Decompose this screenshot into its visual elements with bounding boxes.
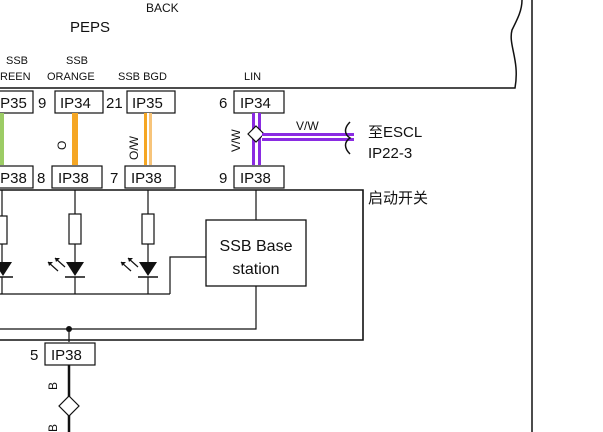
wire-color-black-2: B <box>46 424 60 432</box>
bottom-connector-1: 8 IP38 <box>37 165 103 189</box>
signal-label-1-line1: SSB <box>66 55 88 67</box>
base-ground-wire <box>0 286 257 330</box>
light-ray-arrow <box>48 262 53 266</box>
light-ray-arrow <box>55 258 60 262</box>
resistor <box>141 213 155 245</box>
led-channel-1 <box>47 190 85 294</box>
wire-green <box>0 113 4 165</box>
light-ray-arrow <box>128 258 133 262</box>
top-connector-2: 21 IP35 <box>106 90 176 114</box>
bottom-connector-3: 9 IP38 <box>219 165 285 189</box>
signal-label-2-line2: SSB BGD <box>118 71 167 83</box>
switch-name: 启动开关 <box>368 190 428 207</box>
bottom-connector-0: IP38 <box>0 165 34 189</box>
wire-color-orange-white: O/W <box>127 135 141 160</box>
signal-label-3-line2: LIN <box>244 71 261 83</box>
pin-number: 5 <box>30 347 38 364</box>
wire-color-lin-horizontal: V/W <box>296 119 319 133</box>
signal-label-0-line1: SSB <box>6 55 28 67</box>
connector-box <box>233 165 285 189</box>
wire-violet-horizontal-a <box>262 133 354 136</box>
top-connector-1: 9 IP34 <box>38 90 104 114</box>
connector-id: IP38 <box>51 347 82 364</box>
resistor <box>0 215 8 245</box>
ignition-switch-outline <box>0 189 364 341</box>
connector-box <box>124 165 176 189</box>
ground-splice-node <box>58 395 80 417</box>
wire-orange-white-c <box>149 113 152 165</box>
connector-id: IP38 <box>58 170 89 187</box>
base-station-label-line1: SSB Base <box>220 238 293 255</box>
wire-violet-horizontal-white <box>262 136 354 138</box>
signal-label-1-line2: ORANGE <box>47 71 95 83</box>
wire-orange <box>72 113 78 165</box>
wire-orange-white-b <box>147 113 149 165</box>
pin-number: 6 <box>219 95 227 112</box>
signal-label-0-line2: REEN <box>0 71 31 83</box>
connector-id: IP38 <box>0 170 27 187</box>
wire-color-orange: O <box>55 141 69 150</box>
base-station-label-line2: station <box>232 261 279 278</box>
resistor <box>68 213 82 245</box>
led-channel-2 <box>120 190 158 294</box>
module-top-label: BACK <box>146 1 179 15</box>
escl-label: 至ESCL <box>368 124 422 141</box>
splice-node <box>247 125 265 143</box>
module-name: PEPS <box>70 19 110 36</box>
wire-color-lin-vertical: V/W <box>229 129 243 152</box>
wire-orange-white-a <box>144 113 147 165</box>
wire-violet-horizontal-b <box>262 138 354 141</box>
connector-box <box>0 90 34 114</box>
wire-color-black-1: B <box>46 382 60 390</box>
connector-id: IP38 <box>240 170 271 187</box>
pin-number: 21 <box>106 95 123 112</box>
connector-id: IP35 <box>132 95 163 112</box>
led-diode <box>0 262 12 276</box>
connector-box <box>51 165 103 189</box>
pin-number: 9 <box>38 95 46 112</box>
ground-connector: 5 IP38 <box>30 342 96 366</box>
continuation-bracket <box>344 121 352 155</box>
pin-number: 8 <box>37 170 45 187</box>
led-to-base-wire <box>169 256 206 294</box>
light-ray-arrow <box>121 262 126 266</box>
led-diode <box>66 262 84 276</box>
peps-module-outline <box>0 0 523 89</box>
top-connector-0: IP35 <box>0 90 34 114</box>
led-channel-0 <box>0 190 13 294</box>
connector-id: IP38 <box>131 170 162 187</box>
connector-id: IP34 <box>240 95 271 112</box>
top-connector-3: 6 IP34 <box>219 90 285 114</box>
pin-number: 7 <box>110 170 118 187</box>
connector-id: IP34 <box>60 95 91 112</box>
pin-number: 9 <box>219 170 227 187</box>
base-station-box <box>205 219 307 287</box>
connector-box <box>0 165 34 189</box>
connector-id: IP35 <box>0 95 27 112</box>
escl-connector: IP22-3 <box>368 145 412 162</box>
bottom-connector-2: 7 IP38 <box>110 165 176 189</box>
connector-box <box>54 90 104 114</box>
led-diode <box>139 262 157 276</box>
